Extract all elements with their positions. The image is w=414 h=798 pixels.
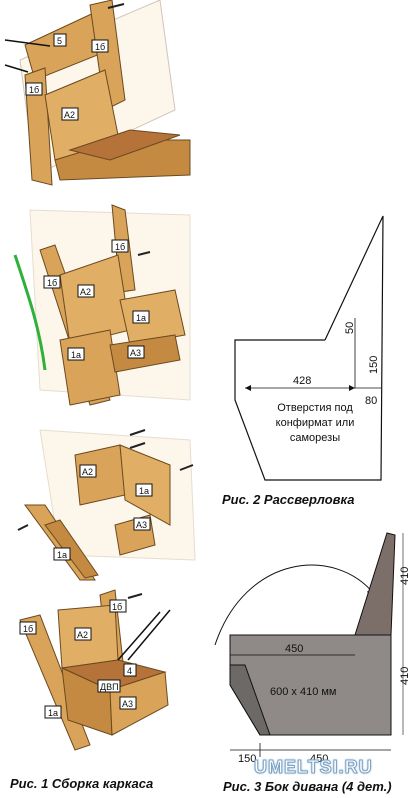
label-box [91,39,109,53]
figure1-caption: Рис. 1 Сборка каркаса [10,776,154,791]
site-watermark: UMELTSI.RU [254,757,373,778]
part-label: 1б [23,624,33,634]
part-label: A3 [122,699,133,709]
dimension-bottom-450: 450 [310,753,328,765]
part-label: 5 [57,36,62,46]
dimension-vertical-2: 410 [399,667,411,685]
label-box [53,33,67,47]
drilling-note: Отверстия под конфирмат или саморезы [275,402,355,444]
part-label: 1б [29,85,39,95]
figure2-drawing: 428 50 150 80 [234,215,384,481]
side-panel-outline [234,215,384,481]
dimension-428: 428 [293,375,311,387]
part-label: 1б [47,278,57,288]
part-label: A3 [136,520,147,530]
figure3-caption: Рис. 3 Бок дивана (4 дет.) [223,779,392,794]
label-box [25,82,43,96]
part-label: 1a [71,350,81,360]
part-label: 1a [136,313,146,323]
part-label: 1a [57,550,67,560]
assembly-step-4: 1б 1б A2 4 ДВП A3 1a [19,589,171,751]
figure1-illustrations: 5 1б 1б A2 1б 1б A2 1a 1a A3 [4,0,196,751]
dimension-50: 50 [344,322,356,334]
dimension-80: 80 [365,395,377,407]
part-label: 1a [139,486,149,496]
part-label: 4 [127,666,132,676]
part-label: A2 [80,287,91,297]
panel-size-label: 600 x 410 мм [270,686,337,698]
assembly-step-3: A2 1a A3 1a [17,429,196,581]
label-box [61,107,79,121]
part-label: A3 [130,348,141,358]
figure2-caption: Рис. 2 Рассверловка [222,492,355,507]
dimension-150: 150 [368,356,380,374]
part-label: 1б [115,242,125,252]
part-label: 1a [48,708,58,718]
dimension-top-450: 450 [285,643,303,655]
part-label: 1б [95,42,105,52]
assembly-step-1: 5 1б 1б A2 [4,0,191,186]
part-label: A2 [82,467,93,477]
part-label: A2 [64,110,75,120]
dimension-bottom-150: 150 [238,753,256,765]
part-label: 1б [112,602,122,612]
part-label: ДВП [100,682,119,692]
part-label: A2 [77,630,88,640]
dimension-vertical-1: 410 [399,567,411,585]
figure3-drawing: 450 600 x 410 мм 150 450 410 410 [214,532,411,765]
assembly-step-2: 1б 1б A2 1a 1a A3 [13,204,191,406]
